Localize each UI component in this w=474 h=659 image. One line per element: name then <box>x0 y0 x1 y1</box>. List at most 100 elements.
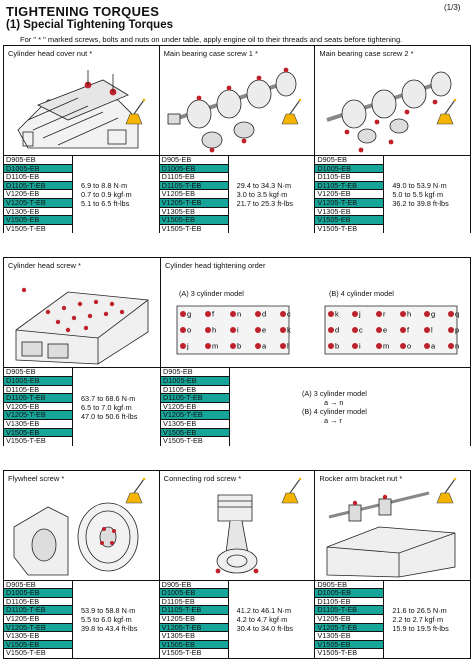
bolt-marker <box>280 311 286 318</box>
bolt-marker <box>424 311 430 318</box>
torque-row-1: Cylinder head cover nut * <box>3 45 471 234</box>
torque-nm: 41.2 to 46.1 N·m <box>236 605 292 615</box>
model-cell: D1105-T-EB <box>315 181 384 191</box>
model-cell: V1205-T-EB <box>4 623 72 633</box>
model-list: D905-EB D1005-EB D1105-EB D1105-T-EB V12… <box>159 155 229 234</box>
bolt-order-letter: m <box>212 342 218 351</box>
bolt-marker <box>255 311 261 318</box>
model-cell: V1205-T-EB <box>159 198 228 208</box>
model-cell: D1105-EB <box>4 597 72 607</box>
torque-ftlbs: 15.9 to 19.5 ft-lbs <box>392 623 449 633</box>
torque-nm: 53.9 to 58.8 N·m <box>81 605 136 615</box>
model-cell: D1105-EB <box>4 385 72 395</box>
torque-nm: 29.4 to 34.3 N·m <box>236 181 292 191</box>
bolt-marker <box>205 311 211 318</box>
bolt-marker <box>376 311 382 318</box>
torque-kgfm: 3.0 to 3.5 kgf·m <box>236 190 288 200</box>
bolt-order-letter: n <box>237 310 241 319</box>
model-cell: V1305-EB <box>315 632 384 641</box>
bolt-marker <box>205 327 211 334</box>
model-list: D905-EB D1005-EB D1105-EB D1105-T-EB V12… <box>161 368 230 446</box>
torque-grid: Cylinder head cover nut * <box>3 45 471 659</box>
model-cell: D1005-EB <box>4 164 72 174</box>
torque-values: 49.0 to 53.9 N·m 5.0 to 5.5 kgf·m 36.2 t… <box>384 156 448 233</box>
bolt-order-letter: i <box>237 326 239 335</box>
torque-values: 6.9 to 8.8 N·m 0.7 to 0.9 kgf·m 5.1 to 6… <box>73 156 132 233</box>
model-cell: D1105-T-EB <box>4 181 72 191</box>
item-label: Cylinder head cover nut * <box>8 49 93 58</box>
torque-ftlbs: 47.0 to 50.6 ft-lbs <box>81 411 138 421</box>
bolt-order-letter: b <box>335 342 339 351</box>
model-cell: V1505-EB <box>4 640 72 650</box>
model-cell: D1005-EB <box>315 589 384 598</box>
illustration-panel: Cylinder head cover nut * <box>4 46 159 156</box>
bolt-order-letter: e <box>262 326 266 335</box>
model-cell: D905-EB <box>159 155 228 165</box>
model-cell: V1505-EB <box>159 216 228 225</box>
bolt-order-letter: o <box>407 342 411 351</box>
tightening-order-panel: Cylinder head tightening order (A) 3 cyl… <box>161 258 470 369</box>
model-cell: V1305-EB <box>159 207 228 217</box>
illustration-panel: Rocker arm bracket nut * <box>315 471 471 581</box>
torque-nm: 63.7 to 68.6 N·m <box>81 393 136 403</box>
model-cell: V1505-EB <box>315 640 384 650</box>
illustration-panel: Connecting rod screw * <box>159 471 315 581</box>
item-label: Main bearing case screw 2 * <box>319 49 414 58</box>
cell-flywheel-screw: Flywheel screw * <box>4 470 160 659</box>
bolt-order-letter: f <box>407 326 410 335</box>
legend-b-label: (B) 4 cylinder model <box>302 407 367 417</box>
bolt-marker <box>448 343 454 350</box>
model-cell: D905-EB <box>161 368 229 377</box>
model-cell: D905-EB <box>159 580 228 590</box>
model-cell: D1105-EB <box>315 173 384 182</box>
cell-main-bearing-case-screw-2: Main bearing case screw 2 * <box>315 46 471 234</box>
model-cell: V1505-T-EB <box>4 224 72 234</box>
item-label: Flywheel screw * <box>8 473 65 483</box>
bolt-marker <box>255 343 261 350</box>
cell-tightening-order: Cylinder head tightening order (A) 3 cyl… <box>161 258 470 446</box>
bolt-marker <box>352 343 358 350</box>
oil-can-icon <box>125 98 146 125</box>
bolt-marker <box>448 311 454 318</box>
model-cell: D1105-T-EB <box>159 181 228 191</box>
item-label: Cylinder head tightening order <box>165 261 266 271</box>
connecting-rod-illustration <box>215 494 259 574</box>
bolt-marker <box>400 327 406 334</box>
model-cell: D1105-EB <box>159 597 228 607</box>
torque-values: 63.7 to 68.6 N·m 6.5 to 7.0 kgf·m 47.0 t… <box>73 368 137 445</box>
oil-can-icon <box>436 477 457 503</box>
model-cell: V1305-EB <box>159 632 228 641</box>
torque-kgfm: 5.5 to 6.0 kgf·m <box>81 614 132 624</box>
illustration-panel: Flywheel screw * <box>4 471 159 581</box>
torque-nm: 49.0 to 53.9 N·m <box>392 181 447 191</box>
oil-can-icon <box>436 98 457 125</box>
bolt-marker <box>205 343 211 350</box>
model-cell: V1505-EB <box>159 640 228 650</box>
model-cell: V1205-T-EB <box>161 411 229 420</box>
model-cell: D1005-EB <box>161 376 229 386</box>
page-number: (1/3) <box>444 3 461 12</box>
cell-main-bearing-case-screw-1: Main bearing case screw 1 * <box>159 46 316 234</box>
torque-nm: 6.9 to 8.8 N·m <box>81 181 128 191</box>
bolt-order-letter: f <box>212 310 215 319</box>
model-cell: V1205-EB <box>159 190 228 199</box>
bolt-order-letter: b <box>237 342 241 351</box>
bolt-order-letter: r <box>383 310 386 319</box>
model-cell: V1505-EB <box>315 216 384 225</box>
bolt-marker <box>230 327 236 334</box>
model-cell: V1205-EB <box>159 614 228 624</box>
model-cell: V1205-EB <box>4 402 72 412</box>
model-cell: D1105-EB <box>161 385 229 395</box>
model-cell: V1505-EB <box>161 428 229 438</box>
bolt-marker <box>328 343 334 350</box>
torque-values: 21.6 to 26.5 N·m 2.2 to 2.7 kgf·m 15.9 t… <box>384 581 448 658</box>
bolt-order-letter: i <box>359 342 361 351</box>
bolt-order-letter: c <box>287 310 291 319</box>
model-cell: V1505-T-EB <box>4 436 72 446</box>
model-cell: V1505-T-EB <box>159 649 228 659</box>
torque-kgfm: 5.0 to 5.5 kgf·m <box>392 190 444 200</box>
bolt-marker <box>424 343 430 350</box>
model-cell: D905-EB <box>315 580 384 590</box>
model-cell: V1205-T-EB <box>315 623 384 633</box>
torque-ftlbs: 5.1 to 6.5 ft-lbs <box>81 199 130 209</box>
